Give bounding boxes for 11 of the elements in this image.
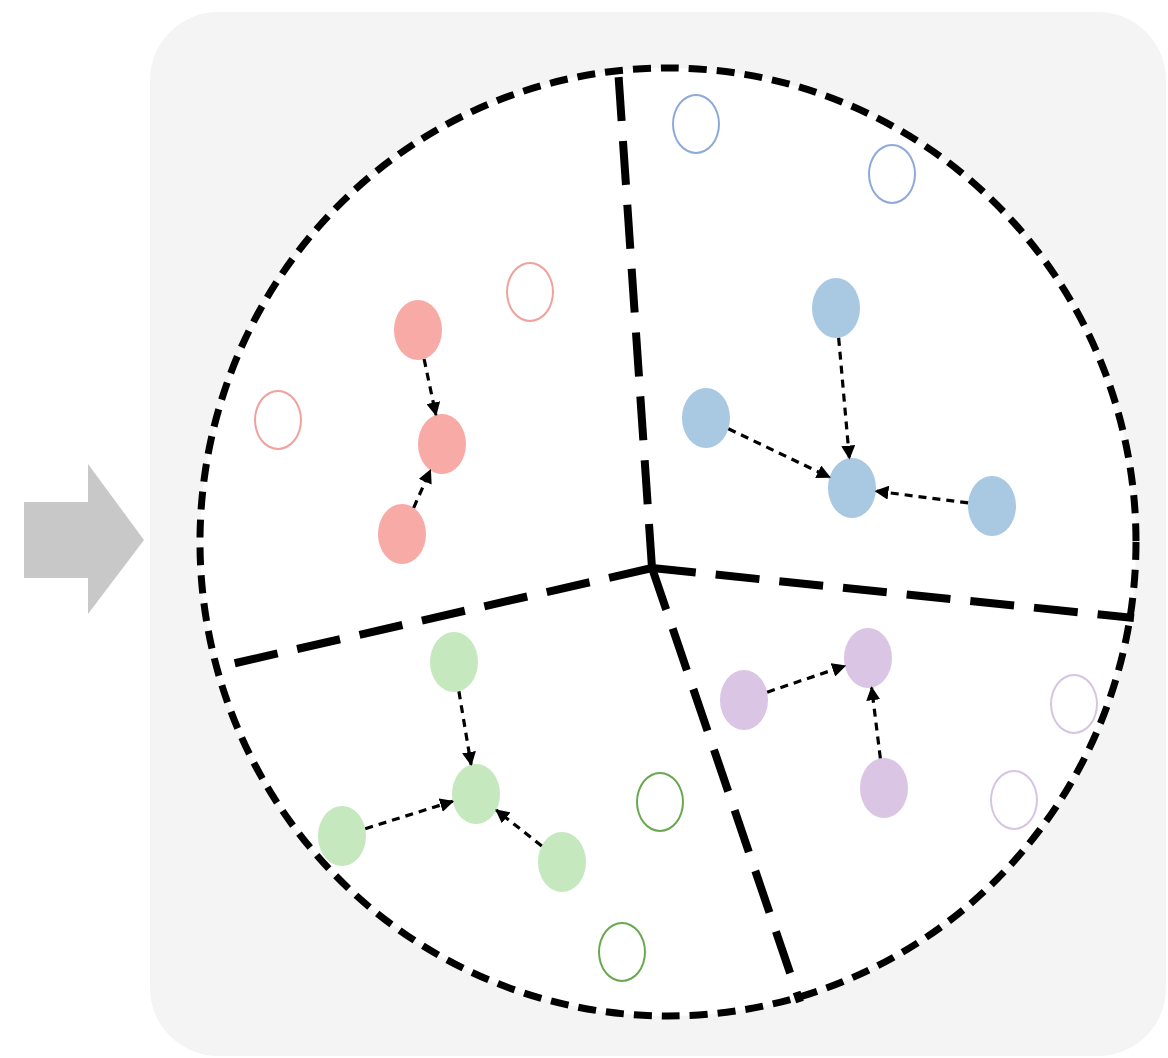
- dashed-arrow: [495, 808, 543, 848]
- dashed-arrow: [412, 468, 432, 509]
- dashed-arrow: [457, 691, 476, 766]
- dashed-arrow: [364, 798, 455, 831]
- dashed-arrow: [727, 427, 831, 479]
- block-arrow: [24, 464, 144, 614]
- dashed-arrow: [866, 686, 882, 759]
- dashed-arrow: [874, 485, 969, 505]
- dashed-arrow: [766, 663, 847, 694]
- dashed-arrow: [837, 337, 856, 460]
- dashed-arrow: [422, 358, 441, 417]
